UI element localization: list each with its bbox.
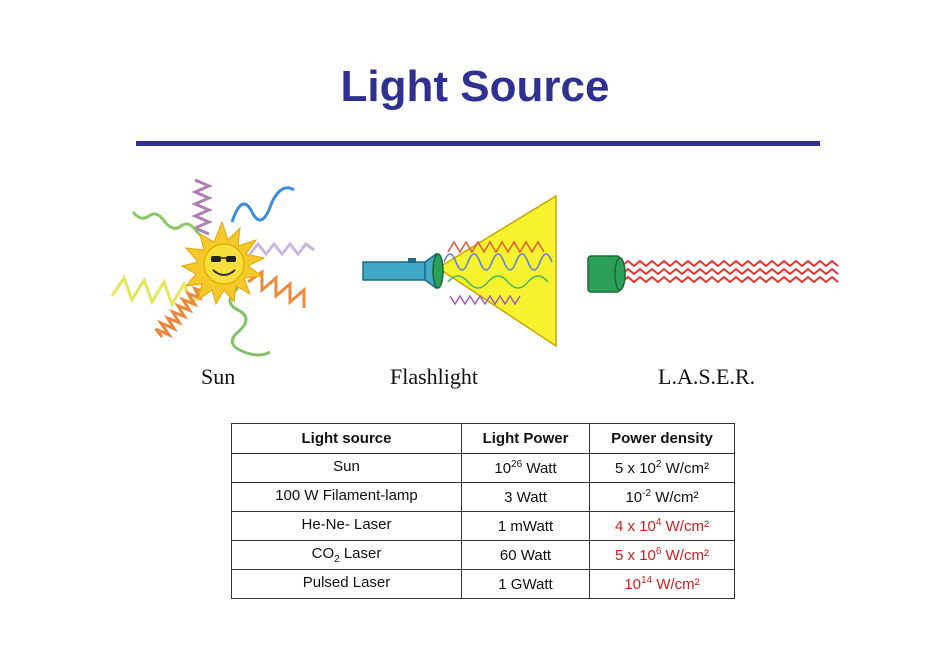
cell-power-density: 4 x 104 W/cm² [589, 511, 735, 541]
sun-ray-yellow [110, 274, 204, 308]
laser-beam-wave-1 [621, 259, 839, 268]
laser-beam-wave-3 [621, 275, 839, 284]
sun-illustration [110, 178, 315, 357]
cell-light-power: 1 mWatt [461, 511, 590, 541]
flashlight-body [362, 261, 426, 281]
sun-ray-orange-left [154, 286, 206, 339]
sun-smile [212, 269, 236, 276]
caption-flashlight: Flashlight [390, 364, 479, 389]
cell-light-source: He-Ne- Laser [231, 511, 462, 541]
header-light-power: Light Power [461, 423, 590, 454]
sun-sunglasses-right [226, 256, 236, 262]
cell-power-density: 10-2 W/cm² [589, 482, 735, 512]
sun-face [203, 243, 245, 285]
cell-light-source: CO2 Laser [231, 540, 462, 570]
beam-wave-blue [443, 253, 553, 271]
header-light-source: Light source [231, 423, 462, 454]
cell-light-power: 1 GWatt [461, 569, 590, 599]
caption-laser: L.A.S.E.R. [658, 364, 756, 389]
sun-ray-orange-right [247, 269, 306, 308]
sun-ray-green-left [131, 211, 208, 242]
cell-power-density: 1014 W/cm² [589, 569, 735, 599]
header-power-density: Power density [589, 423, 735, 454]
cell-power-density: 5 x 102 W/cm² [589, 453, 735, 483]
laser-illustration [587, 255, 839, 293]
flashlight-beam [436, 194, 557, 348]
light-source-table-container: Light source Light Power Power density S… [231, 423, 735, 599]
cell-light-power: 3 Watt [461, 482, 590, 512]
laser-beam-wave-2 [621, 267, 839, 276]
cell-light-source: 100 W Filament-lamp [231, 482, 462, 512]
caption-sun: Sun [201, 364, 236, 389]
sun-ray-blue [230, 186, 295, 223]
cell-light-source: Pulsed Laser [231, 569, 462, 599]
laser-aperture [614, 257, 626, 291]
light-sources-illustration [110, 178, 839, 357]
sun-sunglasses-left [211, 256, 221, 262]
flashlight-illustration [362, 194, 557, 348]
light-source-table: Light source Light Power Power density S… [231, 423, 735, 599]
flashlight-switch [408, 258, 416, 263]
sun-ray-lavender [248, 241, 315, 257]
beam-wave-green [447, 275, 549, 289]
beam-wave-purple [449, 294, 521, 306]
sun-ray-green-bottom [228, 286, 271, 357]
slide-title: Light Source [340, 62, 610, 111]
cell-power-density: 5 x 106 W/cm² [589, 540, 735, 570]
beam-wave-red [447, 240, 545, 254]
cell-light-power: 1026 Watt [461, 453, 590, 483]
flashlight-lens [432, 253, 444, 289]
sun-ray-purple [191, 178, 213, 236]
table-header-row: Light source Light Power Power density [231, 423, 735, 454]
title-divider [136, 141, 820, 146]
cell-light-power: 60 Watt [461, 540, 590, 570]
cell-light-source: Sun [231, 453, 462, 483]
